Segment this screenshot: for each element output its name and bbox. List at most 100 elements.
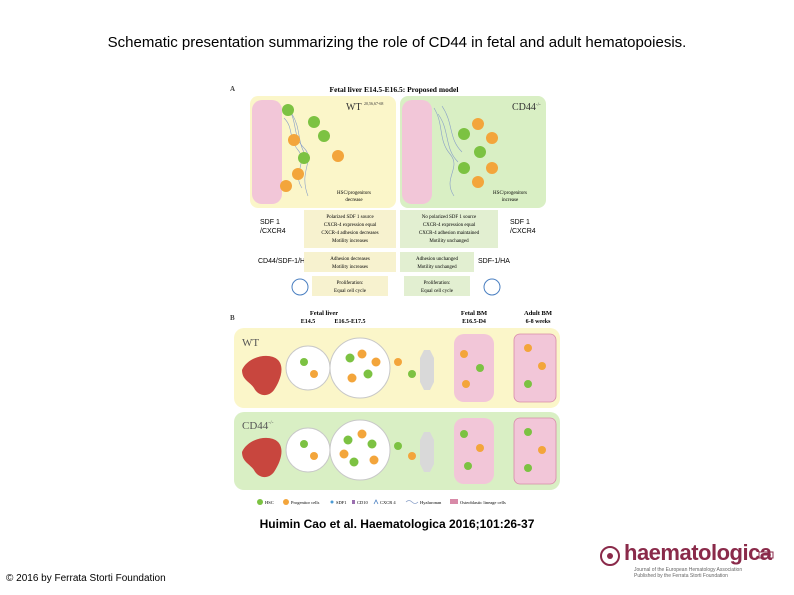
panel-b-fl-stage-2: E16.5-E17.5: [334, 319, 365, 325]
legend-item: Hyaluronan: [420, 500, 442, 505]
panel-b-abm-stage: 6-8 weeks: [526, 319, 551, 325]
logo-mark-icon: [600, 546, 620, 566]
panel-a-ko-sdf-line: CXCR-4 expression equal: [423, 223, 476, 228]
panel-b-wt-hsc: [363, 369, 373, 379]
legend-hsc-swatch: [257, 499, 263, 505]
panel-a-ko-stroma: [433, 105, 463, 197]
legend-cxcr4-swatch: [373, 499, 379, 505]
panel-a-ko-vessel: [402, 100, 432, 204]
panel-b-letter: B: [230, 314, 235, 322]
panel-b-ko-fetal-liver-e14: [285, 427, 331, 473]
panel-b-ko-hsc: [460, 430, 468, 438]
logo-subline: Published by the Ferrata Storti Foundati…: [634, 573, 728, 579]
panel-b-wt-background: [234, 328, 560, 408]
panel-b-ko-hsc: [300, 440, 308, 448]
panel-a-ko-sdf-box: [400, 210, 498, 248]
panel-b-ko-progenitor: [339, 449, 349, 459]
legend-sdf1-swatch: [330, 500, 334, 504]
panel-b-fetal-liver-header: Fetal liver: [310, 310, 338, 317]
panel-b-ko-hsc: [349, 457, 359, 467]
panel-a-wt-ha-line: Adhesion decreases: [330, 257, 370, 262]
panel-a-ko-prolif-box: [404, 276, 470, 296]
panel-b-wt-progenitor: [347, 373, 357, 383]
panel-a-ko-progenitor: [486, 162, 498, 174]
panel-a-ko-progenitor: [472, 118, 484, 130]
panel-b-wt-hsc: [476, 364, 484, 372]
panel-a-wt-vessel: [252, 100, 282, 204]
liver-icon: [242, 355, 282, 396]
panel-a-wt-sdf-line: CXCR-4 adhesion decreases: [321, 231, 378, 236]
panel-b-ko-fetal-liver-e16: [329, 419, 391, 481]
panel-a-ko-prolif-line: Equal cell cycle: [421, 289, 454, 294]
bone-icon: [420, 432, 434, 472]
panel-b-ko-hsc: [343, 435, 353, 445]
panel-a-ko-progenitor: [486, 132, 498, 144]
panel-a-wt-progenitor: [332, 150, 344, 162]
panel-b-ko-progenitor: [310, 452, 318, 460]
panel-b-wt-hsc: [300, 358, 308, 366]
panel-b-wt-fetal-liver-e16: [329, 337, 391, 399]
panel-a-wt-prolif-box: [312, 276, 388, 296]
panel-a-ko-ha-box: [400, 252, 474, 272]
panel-b-fetal-bm-header: Fetal BM: [461, 310, 487, 317]
panel-b-ko-progenitor: [476, 444, 484, 452]
cell-cycle-icon: [483, 278, 501, 296]
panel-a-wt-refs: 20,56,67-68: [364, 101, 383, 107]
panel-a-ko-hsc: [458, 162, 470, 174]
panel-a-wt-progenitor: [292, 168, 304, 180]
panel-b-wt-fetal-liver-e14: [285, 345, 331, 391]
cell-cycle-icon: [291, 278, 309, 296]
panel-b-wt-hsc: [524, 380, 532, 388]
panel-a-ko-sdf-line: No polarized SDF 1 source: [422, 215, 477, 220]
panel-b-wt-label: WT: [242, 337, 259, 349]
legend-cd10-swatch: [352, 500, 355, 504]
panel-a-wt-sdf-line: CXCR-4 expression equal: [324, 223, 377, 228]
panel-a-wt-hsc: [308, 116, 320, 128]
panel-a-ha-left: CD44/SDF-1/HA: [258, 258, 310, 265]
legend-item: Osteoblastic lineage cells: [460, 500, 506, 505]
legend-item: SDF1: [336, 500, 347, 505]
panel-a-wt-result-line1: HSC/progenitors: [337, 191, 371, 196]
panel-a-ha-right: SDF-1/HA: [478, 258, 510, 265]
panel-a-sdf-left-line2: /CXCR4: [260, 228, 286, 235]
panel-a-wt-hsc: [282, 104, 294, 116]
panel-a-ko-hsc: [458, 128, 470, 140]
panel-a-letter: A: [230, 85, 235, 93]
legend-item: CD10: [357, 500, 369, 505]
panel-b-ko-background: [234, 412, 560, 490]
panel-a-wt-ha-line: Motility increases: [332, 265, 368, 270]
copyright: © 2016 by Ferrata Storti Foundation: [6, 573, 166, 584]
panel-a-ko-sdf-line: Motility unchanged: [429, 239, 469, 244]
liver-icon: [242, 437, 282, 478]
panel-a-wt-hsc: [298, 152, 310, 164]
panel-b-wt-progenitor: [460, 350, 468, 358]
panel-b-ko-hsc: [524, 464, 532, 472]
panel-a-wt-progenitor: [288, 134, 300, 146]
panel-a-ko-result-line2: increase: [502, 198, 519, 203]
panel-b-wt-progenitor: [462, 380, 470, 388]
panel-b-ko-hsc: [524, 428, 532, 436]
panel-a-ko-ha-line: Motility unchanged: [417, 265, 457, 270]
slide-title: Schematic presentation summarizing the r…: [107, 34, 687, 51]
panel-b-wt-progenitor: [524, 344, 532, 352]
panel-a-ko-sdf-line: CXCR-4 adhesion maintained: [419, 231, 480, 236]
panel-a-title: Fetal liver E14.5-E16.5: Proposed model: [330, 85, 459, 94]
logo-subline: Journal of the European Hematology Assoc…: [634, 567, 743, 573]
legend-item: CXCR 4: [380, 500, 396, 505]
panel-a-wt-hsc: [318, 130, 330, 142]
panel-b-wt-progenitor: [357, 349, 367, 359]
cd44-hematopoiesis-figure: A Fetal liver E14.5-E16.5: Proposed mode…: [230, 85, 560, 505]
panel-a-ko-result-line1: HSC/progenitors: [493, 191, 527, 196]
legend-item: HSC: [265, 500, 274, 505]
panel-b-ko-progenitor: [369, 455, 379, 465]
panel-a-wt-ha-box: [304, 252, 396, 272]
panel-a-wt-result-line2: decrease: [345, 198, 363, 203]
circulating-cells: [394, 442, 416, 460]
panel-a-ko-background: [400, 96, 546, 208]
haematologica-logo: haematologica Journal of the European He…: [598, 540, 778, 580]
legend-osteoblast-swatch: [450, 499, 458, 504]
panel-b-ko-hsc: [367, 439, 377, 449]
legend-hyaluronan-swatch: [405, 500, 419, 504]
bone-icon: [420, 350, 434, 390]
panel-a-ko-ha-line: Adhesion unchanged: [416, 257, 459, 262]
